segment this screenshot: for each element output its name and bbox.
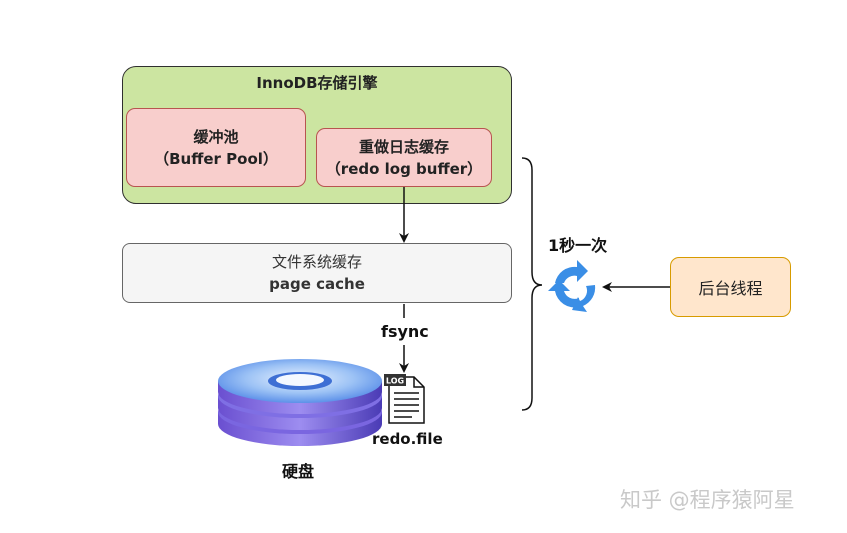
hard-disk-label: 硬盘 xyxy=(282,462,315,481)
log-file-icon: LOG xyxy=(384,374,425,424)
background-thread-box: 后台线程 xyxy=(670,257,791,317)
fsync-label: fsync xyxy=(381,322,429,341)
redo-log-buffer-box: 重做日志缓存 （redo log buffer） xyxy=(316,128,492,187)
redo-log-buffer-sublabel: （redo log buffer） xyxy=(325,159,483,178)
buffer-pool-box: 缓冲池 （Buffer Pool） xyxy=(126,108,306,187)
page-cache-box: 文件系统缓存 page cache xyxy=(122,243,512,303)
innodb-engine-title: InnoDB存储引擎 xyxy=(256,74,378,92)
interval-label: 1秒一次 xyxy=(548,236,608,255)
log-badge: LOG xyxy=(386,377,404,386)
background-thread-label: 后台线程 xyxy=(698,279,763,298)
redo-file-label: redo.file xyxy=(372,430,443,448)
hard-disk-icon xyxy=(218,359,382,446)
redo-log-buffer-label: 重做日志缓存 xyxy=(358,137,449,156)
buffer-pool-sublabel: （Buffer Pool） xyxy=(154,149,278,168)
cycle-icon xyxy=(548,260,596,312)
page-cache-label: 文件系统缓存 xyxy=(271,253,362,271)
right-brace xyxy=(521,157,543,411)
watermark: 知乎 @程序猿阿星 xyxy=(620,488,795,512)
buffer-pool-label: 缓冲池 xyxy=(193,127,239,146)
page-cache-sublabel: page cache xyxy=(269,275,365,293)
